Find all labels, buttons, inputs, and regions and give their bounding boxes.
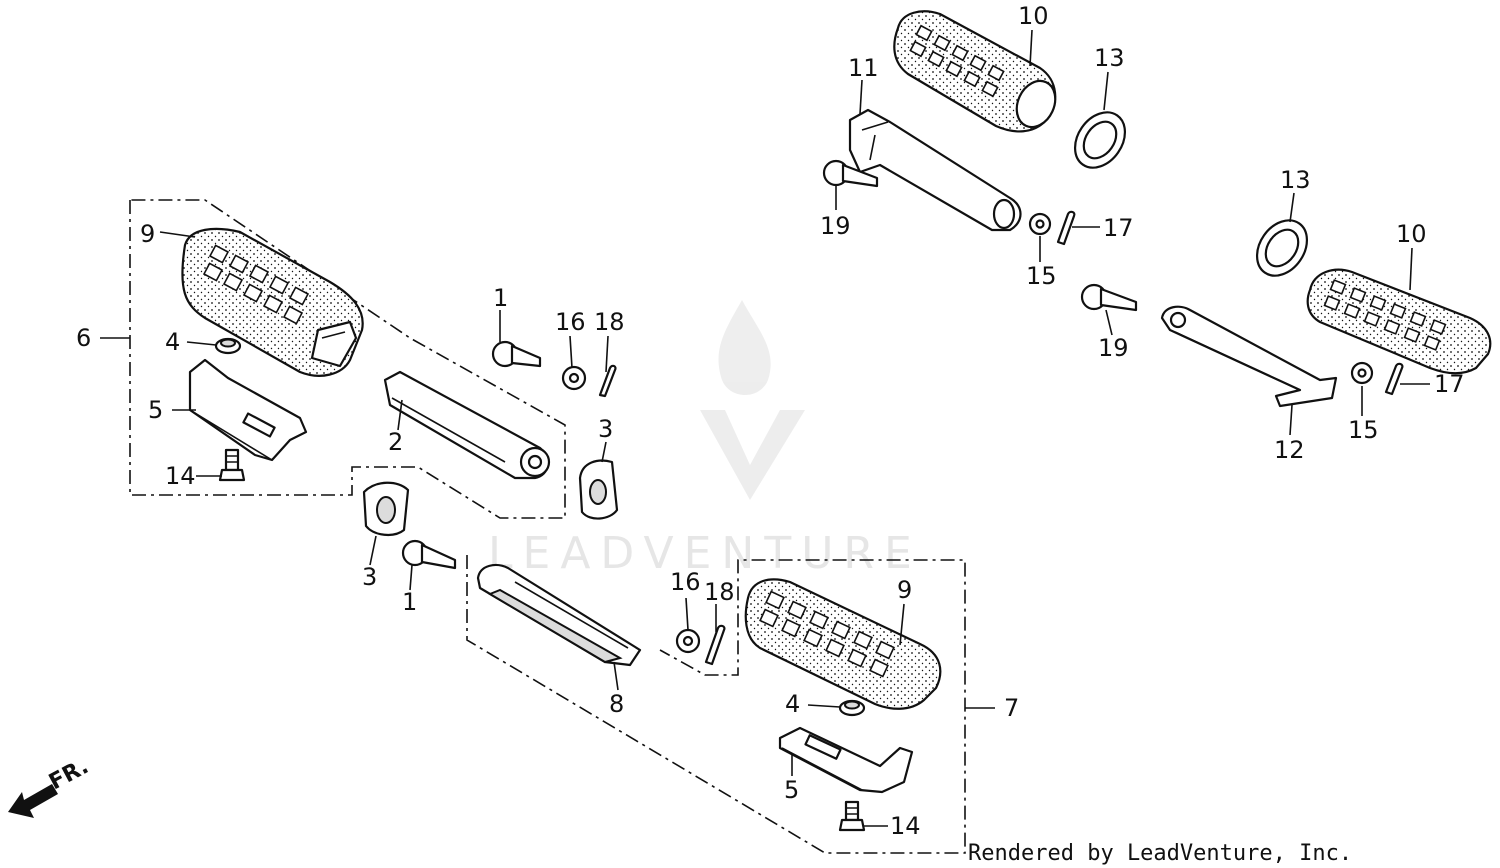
front-arrow-icon	[8, 784, 58, 818]
washer-16-upper	[561, 365, 587, 391]
cotter-pin-18-lower	[704, 624, 726, 666]
watermark-logo: LEADVENTURE	[488, 300, 922, 579]
front-direction-indicator: FR.	[8, 754, 93, 818]
callout-10-upper: 10	[1018, 2, 1049, 30]
callout-9-upper: 9	[140, 220, 155, 248]
callout-12: 12	[1274, 436, 1305, 464]
callout-15-upper: 15	[1026, 262, 1057, 290]
callout-4-upper: 4	[165, 328, 180, 356]
callout-3-upper: 3	[598, 415, 613, 443]
passenger-arm-11	[848, 108, 1022, 232]
callout-18-upper: 18	[594, 308, 625, 336]
spacer-3-upper	[578, 459, 619, 520]
pivot-pin-1-upper	[491, 340, 542, 368]
passenger-rubber-10-lower	[1306, 268, 1492, 375]
callout-14-lower: 14	[890, 812, 921, 840]
leader-lines	[100, 29, 1430, 827]
nut-4-lower	[838, 699, 866, 717]
callout-2: 2	[388, 428, 403, 456]
watermark-text: LEADVENTURE	[488, 528, 922, 579]
render-credit: Rendered by LeadVenture, Inc.	[968, 841, 1352, 866]
callout-19-upper: 19	[820, 212, 851, 240]
passenger-rubber-10-upper	[893, 10, 1057, 133]
callout-4-lower: 4	[785, 690, 800, 718]
footpeg-bar-8	[476, 563, 642, 667]
callout-16-upper: 16	[555, 308, 586, 336]
ring-washer-13-upper	[1073, 111, 1127, 169]
ring-washer-13-lower	[1255, 219, 1309, 277]
footpeg-rubber-9-upper	[181, 227, 364, 377]
bracket-5-lower	[778, 726, 914, 794]
callout-1-lower: 1	[402, 588, 417, 616]
pivot-pin-19-upper	[822, 159, 879, 188]
callout-19-lower: 19	[1098, 334, 1129, 362]
callout-10-lower: 10	[1396, 220, 1427, 248]
callout-14-upper: 14	[165, 462, 196, 490]
pivot-pin-1-lower	[401, 539, 457, 570]
callout-5-upper: 5	[148, 396, 163, 424]
callout-labels: 6 9 4 5 14 1 2 16 18 3 3 1 8 16 18 9 4 7…	[76, 2, 1465, 840]
callout-3-lower: 3	[362, 563, 377, 591]
callout-6: 6	[76, 324, 91, 352]
callout-13-lower: 13	[1280, 166, 1311, 194]
callout-18-lower: 18	[704, 578, 735, 606]
washer-15-upper	[1028, 212, 1052, 236]
callout-17-lower: 17	[1434, 370, 1465, 398]
washer-16-lower	[675, 628, 701, 654]
callout-13-upper: 13	[1094, 44, 1125, 72]
bolt-14-lower	[838, 800, 866, 832]
callout-16-lower: 16	[670, 568, 701, 596]
callout-17-upper: 17	[1103, 214, 1134, 242]
callout-11: 11	[848, 54, 879, 82]
washer-15-lower	[1350, 361, 1374, 385]
footpeg-bar-2	[383, 370, 551, 480]
cotter-pin-17-lower	[1384, 362, 1404, 396]
pivot-pin-19-lower	[1080, 283, 1138, 312]
cotter-pin-17-upper	[1056, 210, 1076, 246]
footpeg-rubber-9-lower	[744, 578, 942, 710]
passenger-arm-12	[1160, 305, 1338, 408]
callout-7: 7	[1004, 694, 1019, 722]
assembly-6-outline	[129, 199, 566, 519]
assembly-7-outline	[466, 555, 966, 854]
callout-5-lower: 5	[784, 776, 799, 804]
callout-9-lower: 9	[897, 576, 912, 604]
cotter-pin-18-upper	[598, 364, 617, 398]
callout-15-lower: 15	[1348, 416, 1379, 444]
callout-8: 8	[609, 690, 624, 718]
bolt-14-upper	[218, 448, 246, 482]
spacer-3-lower	[362, 481, 410, 536]
nut-4-upper	[214, 337, 242, 355]
callout-1-upper: 1	[493, 284, 508, 312]
bracket-5-upper	[188, 358, 308, 462]
